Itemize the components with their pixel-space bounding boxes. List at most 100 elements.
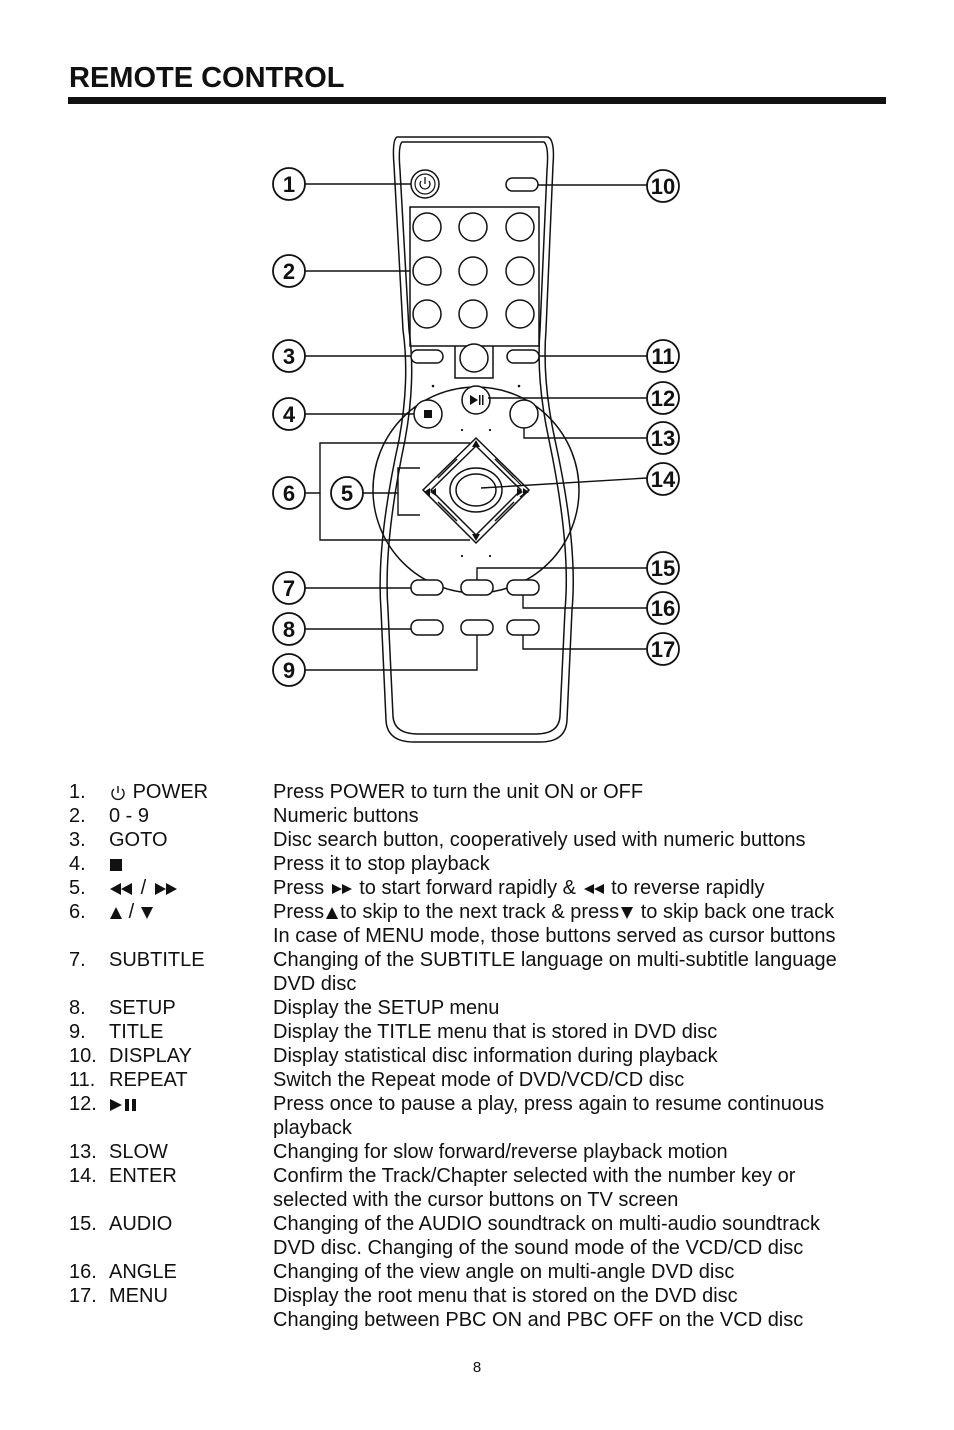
legend-desc: Numeric buttons <box>273 805 419 827</box>
next-track-text: to skip to the next track & press <box>340 901 620 923</box>
legend-desc: Press it to stop playback <box>273 853 490 875</box>
digit-button-6[interactable] <box>505 256 535 286</box>
repeat-button[interactable] <box>506 349 540 364</box>
legend-desc: Press POWER to turn the unit ON or OFF <box>273 781 644 803</box>
legend-desc-cont: selected with the cursor buttons on TV s… <box>273 1189 679 1211</box>
forward-text: to start forward rapidly & <box>359 877 576 899</box>
stop-icon <box>110 858 122 871</box>
legend-num: 2. <box>69 805 86 827</box>
down-arrow-icon <box>621 906 634 919</box>
press-text: Press <box>273 901 325 923</box>
power-icon <box>111 785 125 800</box>
legend-num: 5. <box>69 877 86 899</box>
legend-num: 16. <box>69 1261 97 1283</box>
callout-6: 6 <box>283 481 295 506</box>
setup-button[interactable] <box>410 619 444 636</box>
legend-num: 1. <box>69 781 86 803</box>
legend-desc-cont: DVD disc <box>273 973 357 995</box>
legend-name: AUDIO <box>109 1213 173 1235</box>
power-button[interactable] <box>410 169 440 199</box>
legend-num: 12. <box>69 1093 97 1115</box>
legend-desc: Display the TITLE menu that is stored in… <box>273 1021 718 1043</box>
legend-desc: Display the SETUP menu <box>273 997 500 1019</box>
callout-5: 5 <box>341 481 353 506</box>
legend-name: ENTER <box>109 1165 177 1187</box>
digit-button-1[interactable] <box>412 212 442 242</box>
legend-num: 14. <box>69 1165 97 1187</box>
callout-11: 11 <box>651 344 674 369</box>
digit-button-3[interactable] <box>505 212 535 242</box>
digit-button-2[interactable] <box>458 212 488 242</box>
legend-name: REPEAT <box>109 1069 188 1091</box>
legend-desc: Switch the Repeat mode of DVD/VCD/CD dis… <box>273 1069 685 1091</box>
legend-desc-cont: Changing between PBC ON and PBC OFF on t… <box>273 1309 804 1331</box>
up-arrow-icon[interactable] <box>472 440 480 447</box>
page-title: REMOTE CONTROL <box>69 62 345 94</box>
legend-num: 11. <box>69 1069 96 1091</box>
up-arrow-icon <box>110 906 122 919</box>
digit-button-8[interactable] <box>458 299 488 329</box>
callout-15: 15 <box>651 556 675 581</box>
angle-button[interactable] <box>506 579 540 596</box>
legend-name: 0 - 9 <box>109 805 150 827</box>
down-arrow-icon <box>140 906 153 919</box>
press-text: Press <box>273 877 325 899</box>
legend-name: MENU <box>109 1285 168 1307</box>
stop-button[interactable] <box>413 399 443 429</box>
callout-7: 7 <box>283 576 295 601</box>
rewind-icon[interactable] <box>424 488 436 496</box>
rewind-icon <box>110 882 132 895</box>
down-arrow-icon[interactable] <box>472 534 480 541</box>
rewind-icon <box>583 883 604 894</box>
up-arrow-icon <box>326 906 339 919</box>
legend-desc: Press to start forward rapidly & to reve… <box>273 876 765 900</box>
digit-button-0[interactable] <box>459 343 489 373</box>
digit-button-9[interactable] <box>505 299 535 329</box>
callout-3: 3 <box>283 344 295 369</box>
title-button[interactable] <box>460 619 494 636</box>
callout-14: 14 <box>651 467 676 492</box>
legend-name: TITLE <box>109 1021 164 1043</box>
legend-num: 10. <box>69 1045 97 1067</box>
back-track-text: to skip back one track <box>640 901 835 923</box>
legend-name: DISPLAY <box>109 1045 192 1067</box>
digit-button-4[interactable] <box>412 256 442 286</box>
goto-button[interactable] <box>410 349 444 364</box>
remote-control-diagram: 1 2 3 4 5 6 7 8 9 10 11 12 13 14 15 16 1… <box>272 136 680 743</box>
reverse-text: to reverse rapidly <box>611 877 765 899</box>
callout-8: 8 <box>283 617 295 642</box>
display-button[interactable] <box>505 177 539 192</box>
slash: / <box>140 877 147 899</box>
legend-desc: Press once to pause a play, press again … <box>273 1093 825 1115</box>
play-pause-button[interactable] <box>461 385 491 415</box>
page-number: 8 <box>472 1359 482 1376</box>
legend-num: 6. <box>69 901 86 923</box>
legend-desc-cont: In case of MENU mode, those buttons serv… <box>273 925 836 947</box>
legend-desc: Changing of the view angle on multi-angl… <box>273 1261 735 1283</box>
callout-13: 13 <box>651 426 675 451</box>
legend-desc: Changing of the AUDIO soundtrack on mult… <box>273 1213 820 1235</box>
audio-button[interactable] <box>460 579 494 596</box>
enter-button[interactable] <box>449 467 503 513</box>
callout-12: 12 <box>651 386 675 411</box>
slow-button[interactable] <box>509 399 539 429</box>
legend-desc: Press to skip to the next track & press t… <box>273 900 834 924</box>
legend-num: 15. <box>69 1213 97 1235</box>
menu-button[interactable] <box>506 619 540 636</box>
legend-num: 13. <box>69 1141 97 1163</box>
zero-button-bracket <box>454 346 494 379</box>
legend-desc: Confirm the Track/Chapter selected with … <box>273 1165 796 1187</box>
legend-desc: Changing for slow forward/reverse playba… <box>273 1141 728 1163</box>
callout-1: 1 <box>283 172 295 197</box>
legend-desc-cont: DVD disc. Changing of the sound mode of … <box>273 1237 804 1259</box>
callout-4: 4 <box>283 402 296 427</box>
callout-16: 16 <box>651 596 675 621</box>
fast-forward-icon <box>331 883 352 894</box>
digit-button-7[interactable] <box>412 299 442 329</box>
title-rule <box>68 97 886 104</box>
subtitle-button[interactable] <box>410 579 444 596</box>
legend-name: GOTO <box>109 829 168 851</box>
legend-desc-cont: playback <box>273 1117 352 1139</box>
digit-button-5[interactable] <box>458 256 488 286</box>
legend-num: 17. <box>69 1285 97 1307</box>
